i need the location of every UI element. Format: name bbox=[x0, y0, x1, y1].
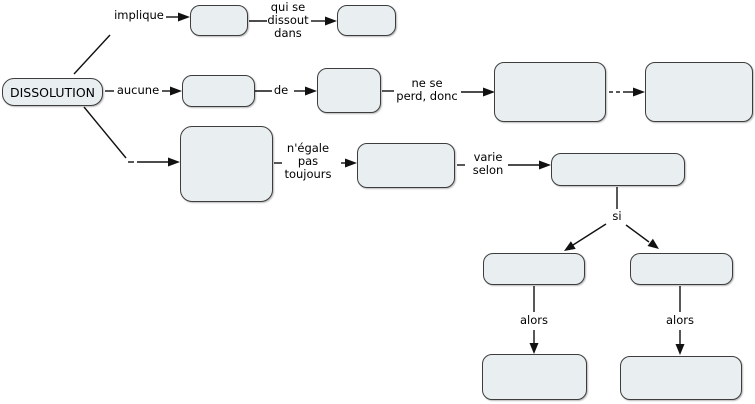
row1-node-2[interactable] bbox=[337, 5, 396, 36]
link-label-qui-se-dissout-dans: qui se dissout dans bbox=[267, 0, 309, 40]
arrowhead-row2node4 bbox=[633, 87, 645, 97]
link-label-implique: implique bbox=[114, 8, 164, 22]
link-label-ne-se-perd-donc: ne se perd, donc bbox=[396, 76, 458, 103]
arrowhead-row1node1 bbox=[178, 12, 190, 22]
result-right-node[interactable] bbox=[620, 356, 742, 400]
condition-left-node[interactable] bbox=[483, 253, 585, 285]
arrowhead-row3node2 bbox=[345, 158, 357, 168]
link-label-aucune: aucune bbox=[116, 83, 160, 97]
row3-node-2[interactable] bbox=[357, 143, 455, 188]
edge-root-implique bbox=[73, 34, 111, 75]
arrowhead-row1node2 bbox=[325, 16, 337, 26]
link-label-alors-right: alors bbox=[666, 313, 694, 327]
arrowhead-row2node2 bbox=[305, 86, 317, 96]
row2-node-2[interactable] bbox=[317, 68, 381, 113]
edge-si-left-shaft bbox=[572, 223, 607, 246]
row2-node-3[interactable] bbox=[494, 62, 606, 122]
arrowhead-row2node1 bbox=[170, 86, 182, 96]
row3-node-wide[interactable] bbox=[551, 153, 685, 186]
condition-right-node[interactable] bbox=[630, 253, 733, 285]
link-label-alors-left: alors bbox=[520, 313, 548, 327]
dissolution-node[interactable]: DISSOLUTION bbox=[2, 78, 103, 106]
link-label-si: si bbox=[612, 209, 622, 223]
link-label-de: de bbox=[273, 83, 289, 97]
arrowhead-row2node3 bbox=[483, 87, 495, 97]
row2-node-1[interactable] bbox=[182, 75, 255, 107]
row1-node-1[interactable] bbox=[190, 5, 248, 36]
arrowhead-result-left bbox=[529, 343, 539, 354]
arrowhead-result-right bbox=[675, 344, 685, 355]
edge-si-right-shaft bbox=[625, 224, 650, 243]
arrowhead-widenode bbox=[539, 160, 551, 170]
result-left-node[interactable] bbox=[482, 354, 587, 400]
arrowhead-cond-right bbox=[647, 238, 659, 249]
row3-node-1[interactable] bbox=[180, 126, 273, 202]
edge-root-row3-diagonal bbox=[83, 106, 127, 159]
row2-node-4[interactable] bbox=[645, 62, 753, 122]
arrowhead-row3node1 bbox=[168, 157, 180, 167]
link-label-varie-selon: varie selon bbox=[472, 150, 504, 177]
arrowhead-cond-left bbox=[564, 241, 576, 251]
link-label-n-egale-pas-toujours: n'égale pas toujours bbox=[284, 141, 332, 181]
